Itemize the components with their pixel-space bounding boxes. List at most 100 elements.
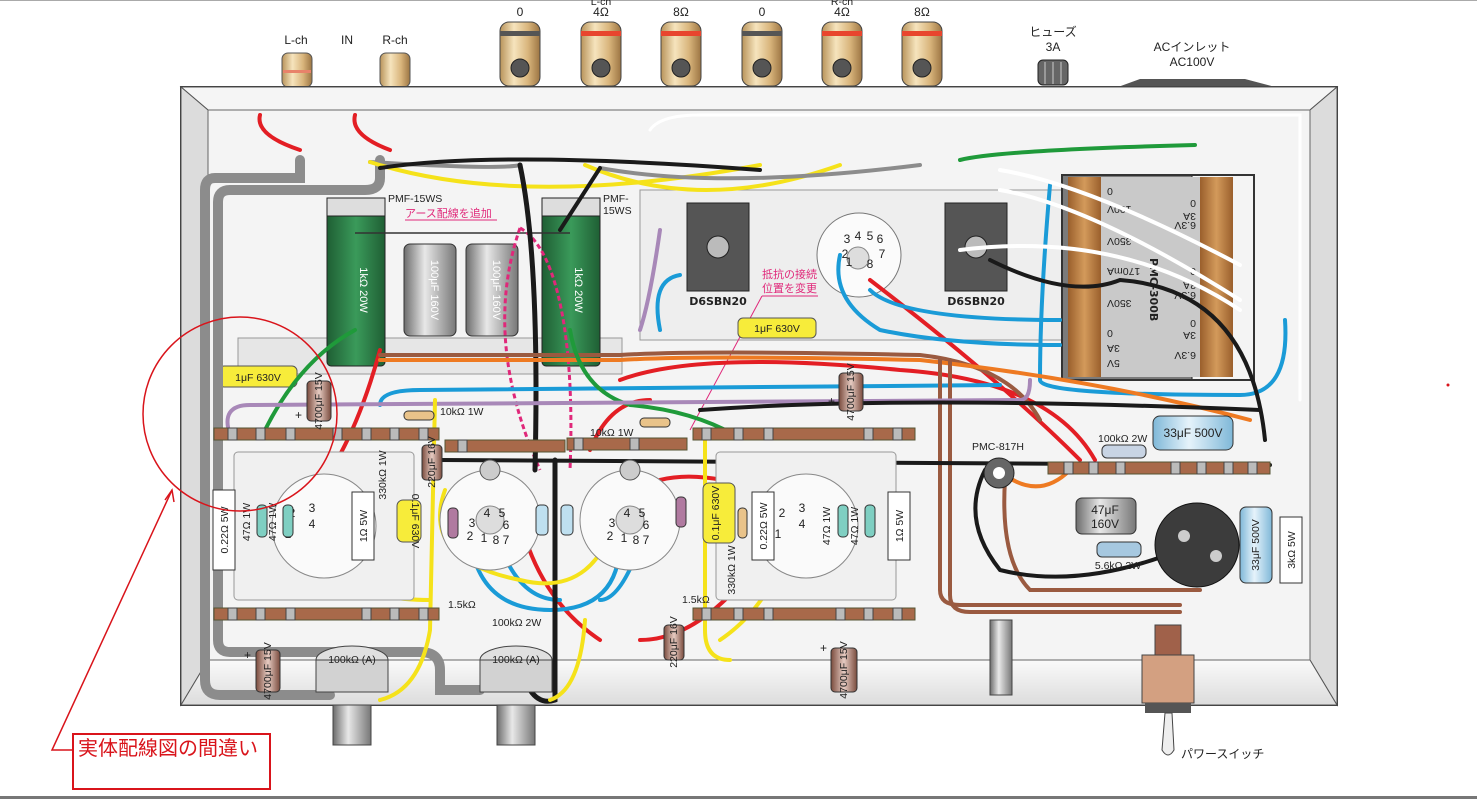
pt-left-tap-label: 0 — [1107, 185, 1113, 197]
res-022-left-label: 0.22Ω 5W — [219, 506, 231, 553]
solder-lug — [1196, 461, 1207, 475]
cap-4700-bottom-right-label: 4700μF 15V — [838, 641, 850, 698]
solder-lug — [733, 427, 744, 441]
film-cap-01uF-right: 0.1μF 630V — [702, 482, 736, 544]
annotation-ground-loop — [503, 226, 573, 471]
res-100k-psu-label: 100kΩ 2W — [1098, 433, 1147, 445]
rectifier-socket-pin-label: 8 — [867, 257, 874, 271]
input-in-label: IN — [341, 33, 353, 47]
rectifier-socket-pin-label: 2 — [842, 247, 849, 261]
fuse-rating: 3A — [1046, 40, 1061, 54]
film-cap-1uF-center: 1μF 630V — [737, 317, 817, 339]
choke-grommet: PMC-817H — [972, 441, 1024, 489]
plus-sign: + — [828, 394, 835, 408]
cap-33-h-label: 33μF 500V — [1164, 426, 1223, 440]
opt-right-label-1: PMF- — [603, 193, 629, 205]
power-switch[interactable]: パワースイッチ — [1141, 624, 1264, 761]
cap-33-v-label: 33μF 500V — [1250, 519, 1262, 571]
pot-right-label: 100kΩ (A) — [492, 654, 540, 666]
input-lch-label: L-ch — [284, 33, 307, 47]
resistor-47-right-b — [864, 504, 876, 538]
power-socket-pin-label: 2 — [779, 506, 786, 520]
pt-left-tap-label: 350V — [1107, 235, 1132, 247]
driver-socket-pin-label: 3 — [609, 516, 616, 530]
cap-4700-right-label: 4700μF 15V — [845, 363, 857, 420]
tag-strips — [213, 427, 1271, 621]
pt-left-tap-label: 0 — [1107, 327, 1113, 339]
speaker-terminal-label: 0 — [517, 5, 524, 19]
top-border — [0, 0, 1477, 1]
res-330k-right-label: 330kΩ 1W — [726, 545, 738, 594]
res-3k-label: 3kΩ 5W — [1286, 531, 1298, 569]
wire-shield-right — [213, 155, 485, 695]
rectifier-socket-pin-label: 5 — [867, 229, 874, 243]
solder-lug — [457, 439, 468, 453]
electrolytic-220uF-right: 220μF 16V — [663, 616, 685, 668]
plus-sign: + — [244, 648, 251, 662]
power-socket-pin-label: 3 — [799, 501, 806, 515]
resistor-3k-5w: 3kΩ 5W — [1279, 516, 1303, 584]
resistor-1k-left-label: 1kΩ 20W — [357, 267, 369, 313]
res-47-right-b-label: 47Ω 1W — [849, 507, 861, 545]
res-10k-right-label: 10kΩ 1W — [590, 427, 634, 439]
resistor-47-right-a — [837, 504, 849, 538]
speaker-lch-label: L-ch — [591, 0, 612, 8]
solder-lug — [389, 607, 400, 621]
cap-220-right-label: 220μF 16V — [668, 616, 680, 668]
rectifier-socket-pin-label: 6 — [877, 232, 884, 246]
solder-lug — [361, 607, 372, 621]
driver-socket-pin-label: 4 — [484, 506, 491, 520]
driver-socket-pin-label: 5 — [639, 506, 646, 520]
power-socket-pin-label: 3 — [309, 501, 316, 515]
power-tube-socket-left — [233, 451, 415, 601]
pt-left-tap-label: 350V — [1107, 297, 1132, 309]
volume-pot-right[interactable]: 100kΩ (A) — [479, 645, 553, 746]
driver-socket-pin-label: 2 — [467, 529, 474, 543]
cement-resistor-1ohm-right: 1Ω 5W — [887, 491, 911, 561]
solder-lug — [863, 427, 874, 441]
driver-socket-pin-label: 1 — [621, 531, 628, 545]
driver-socket-pin-label: 1 — [481, 531, 488, 545]
driver-socket-pin-label: 2 — [607, 529, 614, 543]
ac-inlet-rating: AC100V — [1170, 55, 1215, 69]
rca-jack-right — [379, 52, 411, 88]
power-socket-pin-label: 1 — [775, 527, 782, 541]
res-100k-2w-label: 100kΩ 2W — [492, 617, 541, 629]
cement-resistor-022-right: 0.22Ω 5W — [751, 491, 775, 561]
solder-lug — [701, 427, 712, 441]
solder-lug — [1088, 461, 1099, 475]
solder-lug — [418, 607, 429, 621]
fuse-label: ヒューズ — [1029, 24, 1076, 39]
pot-left-label: 100kΩ (A) — [328, 654, 376, 666]
solder-lug — [285, 607, 296, 621]
speaker-terminal-label: 0 — [759, 5, 766, 19]
choke-label: PMC-817H — [972, 441, 1024, 453]
volume-pot-left[interactable]: 100kΩ (A) — [315, 645, 389, 746]
speaker-terminal-label: 4Ω — [593, 5, 609, 19]
pt-right-tap-label: 0 — [1190, 197, 1196, 209]
film-cap-01uF-left: 0.1μF 630V — [396, 494, 422, 548]
power-socket-pin-label: 4 — [309, 517, 316, 531]
speaker-terminal-label: 8Ω — [914, 5, 930, 19]
annotation-mistake-note: 実体配線図の間違い — [72, 733, 271, 790]
toggle-lever-icon[interactable] — [1161, 712, 1175, 756]
res-330k-left-label: 330kΩ 1W — [377, 450, 389, 499]
pt-left-tap-label: 170mA — [1107, 265, 1140, 277]
solder-lug — [389, 427, 400, 441]
power-transformer-model: PMC-300B — [1147, 258, 1160, 321]
annotation-error-circle — [142, 316, 338, 512]
solder-lug — [1223, 461, 1234, 475]
res-10k-left-label: 10kΩ 1W — [440, 406, 484, 418]
resistor-1k-right-label: 1kΩ 20W — [572, 267, 584, 313]
driver-socket-pin-label: 8 — [633, 533, 640, 547]
rectifier-socket-pin-label: 1 — [846, 255, 853, 269]
opt-left-label: PMF-15WS — [388, 193, 442, 205]
fuse-holder: ヒューズ 3A — [1029, 24, 1077, 86]
solder-lug — [255, 427, 266, 441]
output-transformer-right: PMF- 15WS 1kΩ 20W — [541, 193, 632, 367]
solder-lug — [629, 437, 640, 451]
solder-lug — [835, 607, 846, 621]
solder-lug — [227, 607, 238, 621]
